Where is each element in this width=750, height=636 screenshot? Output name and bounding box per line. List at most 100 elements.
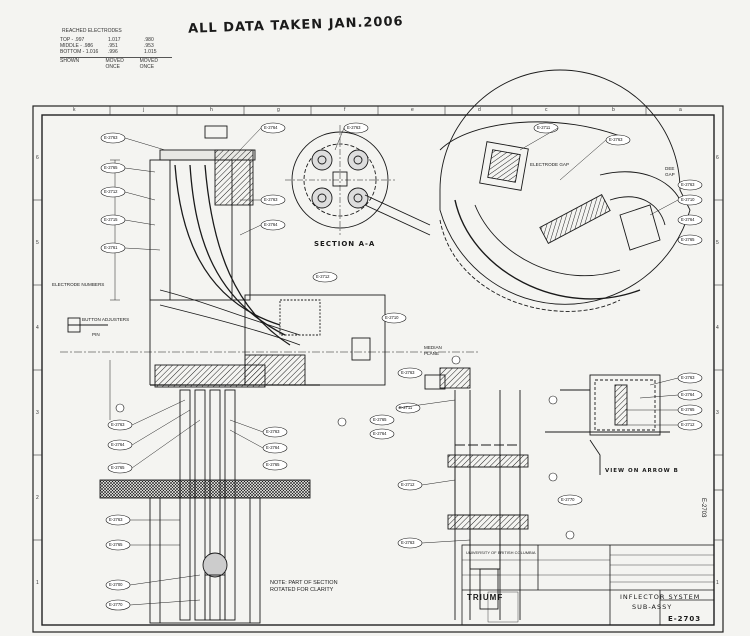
readings-table: REACHED ELECTRODES TOP - .997 1.017 .980… bbox=[60, 28, 172, 70]
callout-label: E-2763 bbox=[401, 370, 415, 375]
grid-letter: f bbox=[344, 107, 346, 113]
grid-letter: b bbox=[612, 107, 615, 113]
electrode-gap-label: ELECTRODE GAP bbox=[530, 162, 570, 167]
university-name: UNIVERSITY OF BRITISH COLUMBIA bbox=[466, 550, 536, 555]
reading-cell: .996 bbox=[108, 49, 118, 55]
grid-letter: j bbox=[143, 107, 145, 113]
callout-label: E-2763 bbox=[266, 429, 280, 434]
grid-number: 6 bbox=[716, 155, 719, 161]
callout-label: E-2763 bbox=[609, 137, 623, 142]
dee-label: DEE bbox=[665, 166, 675, 171]
callout-label: E-2712 bbox=[104, 189, 118, 194]
reading-footer: SHOWN bbox=[60, 58, 80, 64]
button-adjuster-label: BUTTON ADJUSTERS bbox=[82, 317, 130, 322]
dee-plan-view bbox=[439, 69, 691, 312]
center-elevation bbox=[424, 367, 529, 620]
callout-label: E-2764 bbox=[264, 222, 278, 227]
title-block bbox=[461, 489, 723, 626]
callout-label: E-2765 bbox=[111, 465, 125, 470]
grid-number: 1 bbox=[716, 580, 719, 586]
callout-label: E-2765 bbox=[681, 237, 695, 242]
reading-cell: MIDDLE - .986 bbox=[60, 43, 94, 49]
table-row: BOTTOM - 1.016 .996 1.015 bbox=[60, 49, 172, 55]
title-block-text: UNIVERSITY OF BRITISH COLUMBIA TRIUMF IN… bbox=[462, 545, 714, 625]
callout-label: E-2764 bbox=[266, 445, 280, 450]
reading-cell: BOTTOM - 1.016 bbox=[60, 49, 99, 55]
electrode-legend-label: ELECTRODE NUMBERS bbox=[52, 282, 105, 287]
reading-cell: TOP - .997 bbox=[60, 37, 85, 43]
view-on-arrow-b bbox=[545, 374, 670, 475]
company-name: TRIUMF bbox=[467, 593, 504, 602]
drawing-note: NOTE: PART OF SECTION ROTATED FOR CLARIT… bbox=[270, 580, 338, 593]
reading-cell: 1.017 bbox=[108, 37, 121, 43]
callout-label: E-2712 bbox=[316, 274, 330, 279]
grid-ticks bbox=[33, 106, 723, 541]
callout-label: E-2765 bbox=[373, 417, 387, 422]
callout-label: E-2700 bbox=[109, 582, 123, 587]
callout-label: E-2763 bbox=[109, 517, 123, 522]
grid-number: 4 bbox=[716, 325, 719, 331]
reading-footer: MOVED ONCE bbox=[139, 58, 158, 70]
callout-label: E-2763 bbox=[111, 422, 125, 427]
reading-cell: .980 bbox=[144, 37, 154, 43]
median-plane-label: MEDIAN PLANE bbox=[424, 345, 442, 356]
grid-number: 2 bbox=[36, 495, 39, 501]
callout-label: E-2763 bbox=[681, 182, 695, 187]
table-row: SHOWN MOVED ONCE MOVED ONCE bbox=[60, 57, 172, 70]
grid-number: 3 bbox=[716, 410, 719, 416]
grid-number: 5 bbox=[36, 240, 39, 246]
callout-label: E-2711 bbox=[537, 125, 551, 130]
callout-label: E-2765 bbox=[109, 542, 123, 547]
view-arrow-label: VIEW ON ARROW B bbox=[605, 468, 679, 474]
grid-number: 3 bbox=[36, 410, 39, 416]
gap-label: GAP bbox=[665, 172, 675, 177]
main-elevation bbox=[60, 125, 480, 624]
grid-letter: e bbox=[411, 107, 414, 113]
callout-label: E-2764 bbox=[681, 217, 695, 222]
grid-number: 6 bbox=[36, 155, 39, 161]
pin-label: PIN bbox=[92, 332, 100, 337]
callout-label: E-2763 bbox=[401, 540, 415, 545]
drawing-number: E-2703 bbox=[668, 615, 702, 623]
callout-label: E-2763 bbox=[681, 375, 695, 380]
drawing-title-line1: INFLECTOR SYSTEM bbox=[620, 593, 701, 601]
grid-number: 5 bbox=[716, 240, 719, 246]
reading-footer: MOVED ONCE bbox=[105, 58, 124, 70]
callout-label: E-2712 bbox=[401, 482, 415, 487]
callout-label: E-2763 bbox=[347, 125, 361, 130]
callout-label: E-2763 bbox=[264, 197, 278, 202]
callout-label: E-2715 bbox=[104, 217, 118, 222]
callout-label: E-2764 bbox=[111, 442, 125, 447]
callout-label: E-2710 bbox=[681, 197, 695, 202]
callout-label: E-2770 bbox=[561, 497, 575, 502]
section-aa bbox=[285, 125, 431, 236]
callout-label: E-2711 bbox=[399, 405, 413, 410]
table-row: TOP - .997 1.017 .980 bbox=[60, 37, 172, 43]
grid-letter: h bbox=[210, 107, 213, 113]
callout-label: E-2770 bbox=[109, 602, 123, 607]
grid-letter: k bbox=[73, 107, 76, 113]
callout-label: E-2710 bbox=[385, 315, 399, 320]
callout-label: E-2764 bbox=[373, 431, 387, 436]
callout-label: E-2761 bbox=[104, 245, 118, 250]
callout-label: E-2712 bbox=[681, 422, 695, 427]
reading-cell: .951 bbox=[108, 43, 118, 49]
grid-letter: c bbox=[545, 107, 548, 113]
callout-label: E-2764 bbox=[264, 125, 278, 130]
drawing-title-line2: SUB-ASSY bbox=[632, 603, 673, 611]
callout-label: E-2765 bbox=[104, 165, 118, 170]
callout-label: E-2765 bbox=[266, 462, 280, 467]
table-row: MIDDLE - .986 .951 .953 bbox=[60, 43, 172, 49]
reading-cell: 1.015 bbox=[144, 49, 157, 55]
callout-label: E-2764 bbox=[681, 392, 695, 397]
reading-cell: .953 bbox=[144, 43, 154, 49]
callout-label: E-2765 bbox=[681, 407, 695, 412]
grid-number: 4 bbox=[36, 325, 39, 331]
grid-letter: g bbox=[277, 107, 280, 113]
readings-heading: REACHED ELECTRODES bbox=[62, 28, 122, 34]
leader-lines bbox=[124, 127, 679, 606]
grid-letter: d bbox=[478, 107, 481, 113]
section-aa-label: SECTION A-A bbox=[314, 240, 376, 248]
grid-number: 1 bbox=[36, 580, 39, 586]
